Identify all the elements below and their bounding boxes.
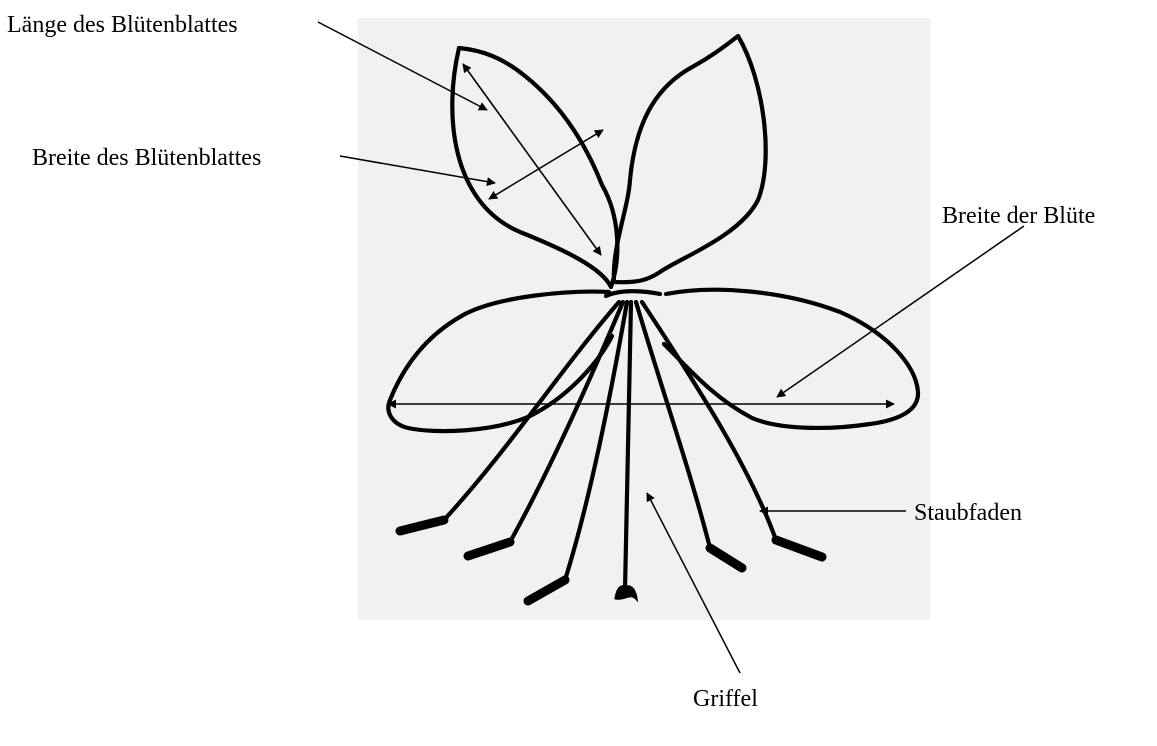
- paper-background: [358, 18, 930, 620]
- label-petal-width: Breite des Blütenblattes: [32, 145, 261, 171]
- label-style: Griffel: [693, 686, 758, 712]
- label-flower-width: Breite der Blüte: [942, 203, 1095, 229]
- label-petal-length: Länge des Blütenblattes: [7, 12, 238, 38]
- stigma: [616, 587, 636, 599]
- label-stamen: Staubfaden: [914, 500, 1022, 526]
